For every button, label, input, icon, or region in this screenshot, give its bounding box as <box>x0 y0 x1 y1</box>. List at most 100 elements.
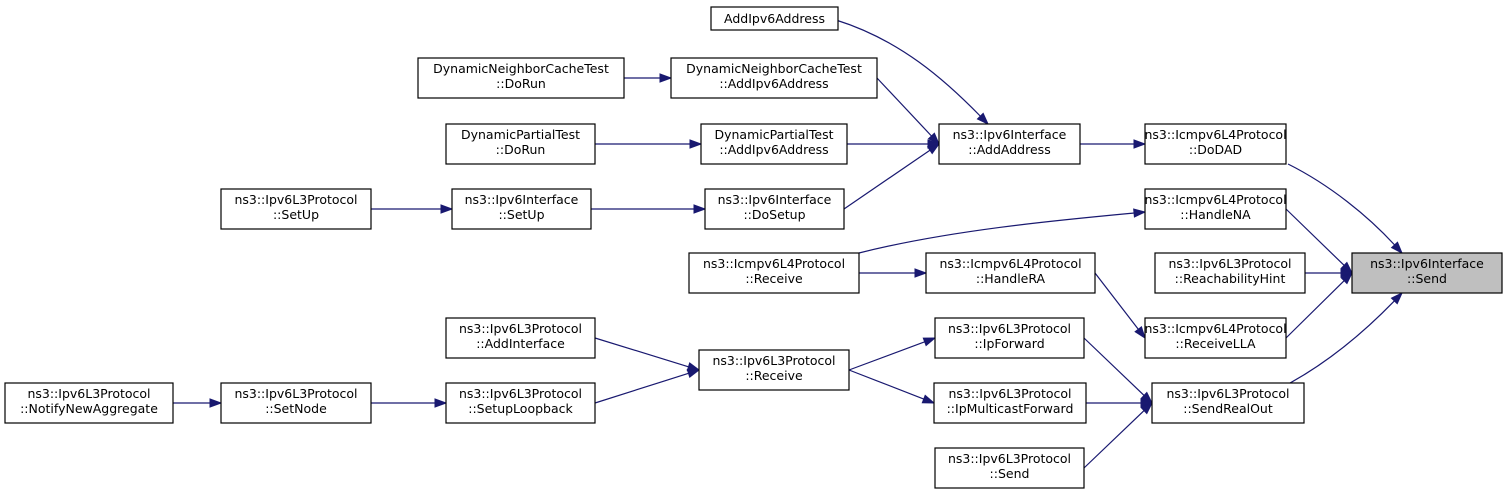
node-label-class: ns3::Ipv6L3Protocol <box>459 321 582 336</box>
node-box <box>445 317 596 359</box>
arrowhead-icon <box>1340 271 1354 285</box>
node-label-method: ::AddInterface <box>476 336 565 351</box>
node-dosetup[interactable]: ns3::Ipv6Interface::DoSetup <box>704 188 845 230</box>
edge-handlera-to-receivella <box>1094 272 1146 340</box>
edges-layer <box>173 19 1404 469</box>
arrowhead-icon <box>209 398 223 408</box>
arrowhead-icon <box>914 268 928 278</box>
node-label-method: ::IpMulticastForward <box>947 401 1074 416</box>
node-label-class: ns3::Ipv6L3Protocol <box>948 386 1071 401</box>
node-dnct_add[interactable]: DynamicNeighborCacheTest::AddIpv6Address <box>670 57 878 99</box>
edge-line <box>848 369 924 400</box>
arrowhead-icon <box>659 73 673 83</box>
node-box <box>934 447 1085 489</box>
node-label-method: ::NotifyNewAggregate <box>20 401 158 416</box>
node-label-method: ::AddIpv6Address <box>719 76 828 91</box>
node-receivella[interactable]: ns3::Icmpv6L4Protocol::ReceiveLLA <box>1144 317 1287 359</box>
node-label-class: ns3::Ipv6Interface <box>953 127 1067 142</box>
arrowhead-icon <box>1140 401 1154 415</box>
node-handlena[interactable]: ns3::Icmpv6L4Protocol::HandleNA <box>1144 188 1287 230</box>
node-label-method: ::SetupLoopback <box>468 401 573 416</box>
edge-addipv6-to-addaddress <box>835 19 990 126</box>
arrowhead-icon <box>689 139 703 149</box>
node-box <box>670 57 878 99</box>
edge-dnct_add-to-addaddress <box>876 77 941 146</box>
edge-dpt_add-to-addaddress <box>847 139 941 149</box>
node-label-class: DynamicNeighborCacheTest <box>433 61 609 76</box>
node-label-method: ::SendRealOut <box>1183 401 1273 416</box>
arrowhead-icon <box>922 337 937 347</box>
edge-line <box>843 149 931 210</box>
node-label-method: ::AddAddress <box>968 142 1050 157</box>
node-box <box>938 123 1081 165</box>
edge-setup_if-to-dosetup <box>591 204 707 214</box>
edge-dnct_run-to-dnct_add <box>624 73 673 83</box>
node-addiface[interactable]: ns3::Ipv6L3Protocol::AddInterface <box>445 317 596 359</box>
edge-line <box>858 212 1135 254</box>
node-dpt_add[interactable]: DynamicPartialTest::AddIpv6Address <box>700 123 848 165</box>
arrowhead-icon <box>686 368 701 378</box>
node-setuploop[interactable]: ns3::Ipv6L3Protocol::SetupLoopback <box>445 382 596 424</box>
node-reachhint[interactable]: ns3::Ipv6L3Protocol::ReachabilityHint <box>1154 252 1306 294</box>
node-addaddress[interactable]: ns3::Ipv6Interface::AddAddress <box>938 123 1081 165</box>
node-dodad[interactable]: ns3::Icmpv6L4Protocol::DoDAD <box>1144 123 1287 165</box>
node-addipv6[interactable]: AddIpv6Address <box>710 6 839 31</box>
node-label-method: ::DoRun <box>496 142 546 157</box>
node-setnode[interactable]: ns3::Ipv6L3Protocol::SetNode <box>220 382 372 424</box>
edge-ipforward-to-sendrealout <box>1083 337 1154 405</box>
node-ipforward[interactable]: ns3::Ipv6L3Protocol::IpForward <box>934 317 1085 359</box>
edge-line <box>594 337 689 368</box>
node-box <box>700 123 848 165</box>
node-notifyagg[interactable]: ns3::Ipv6L3Protocol::NotifyNewAggregate <box>4 382 174 424</box>
edge-line <box>1083 337 1145 396</box>
node-label-method: ::SetNode <box>265 401 327 416</box>
edge-setnode-to-setuploop <box>371 398 448 408</box>
node-box <box>220 188 372 230</box>
node-setup_l3[interactable]: ns3::Ipv6L3Protocol::SetUp <box>220 188 372 230</box>
edge-icmp_receive-to-handlera <box>859 268 928 278</box>
arrowhead-icon <box>926 143 941 155</box>
node-box <box>925 252 1096 294</box>
edge-line <box>1285 280 1345 339</box>
node-box <box>451 188 592 230</box>
node-box <box>933 382 1087 424</box>
node-sendrealout[interactable]: ns3::Ipv6L3Protocol::SendRealOut <box>1151 382 1305 424</box>
node-box <box>704 188 845 230</box>
node-label-class: ns3::Ipv6Interface <box>718 192 832 207</box>
node-l3send[interactable]: ns3::Ipv6L3Protocol::Send <box>934 447 1085 489</box>
node-label-class: ns3::Ipv6L3Protocol <box>948 321 1071 336</box>
node-icmp_receive[interactable]: ns3::Icmpv6L4Protocol::Receive <box>688 252 860 294</box>
edge-line <box>1094 272 1139 330</box>
edge-sendrealout-to-send <box>1289 291 1404 384</box>
node-label-class: ns3::Icmpv6L4Protocol <box>939 256 1081 271</box>
node-ipmcast[interactable]: ns3::Ipv6L3Protocol::IpMulticastForward <box>933 382 1087 424</box>
node-label-method: ::HandleRA <box>976 271 1046 286</box>
edge-ipmcast-to-sendrealout <box>1086 398 1154 408</box>
node-label-class: ns3::Ipv6L3Protocol <box>1168 256 1291 271</box>
arrowhead-icon <box>1390 241 1403 255</box>
node-label-class: ns3::Ipv6L3Protocol <box>27 386 150 401</box>
node-box <box>1151 382 1305 424</box>
node-setup_if[interactable]: ns3::Ipv6Interface::SetUp <box>451 188 592 230</box>
node-label-method: ::IpForward <box>974 336 1044 351</box>
arrowhead-icon <box>1133 208 1147 218</box>
node-label-class: ns3::Icmpv6L4Protocol <box>1144 321 1286 336</box>
node-dpt_run[interactable]: DynamicPartialTest::DoRun <box>445 123 596 165</box>
node-label-class: ns3::Ipv6L3Protocol <box>234 192 357 207</box>
arrowhead-icon <box>440 204 454 214</box>
node-dnct_run[interactable]: DynamicNeighborCacheTest::DoRun <box>417 57 625 99</box>
node-label-class: ns3::Ipv6L3Protocol <box>712 353 835 368</box>
node-handlera[interactable]: ns3::Icmpv6L4Protocol::HandleRA <box>925 252 1096 294</box>
node-l3receive[interactable]: ns3::Ipv6L3Protocol::Receive <box>698 349 850 391</box>
edge-line <box>1083 410 1145 469</box>
arrowhead-icon <box>976 112 990 126</box>
node-label-class: DynamicPartialTest <box>461 127 580 142</box>
edge-line <box>1285 208 1345 266</box>
edge-line <box>594 372 689 404</box>
edge-l3receive-to-ipforward <box>848 337 937 371</box>
node-label-class: ns3::Ipv6L3Protocol <box>459 386 582 401</box>
edge-line <box>848 341 925 371</box>
arrowhead-icon <box>1390 291 1404 305</box>
node-box <box>417 57 625 99</box>
node-box <box>445 382 596 424</box>
